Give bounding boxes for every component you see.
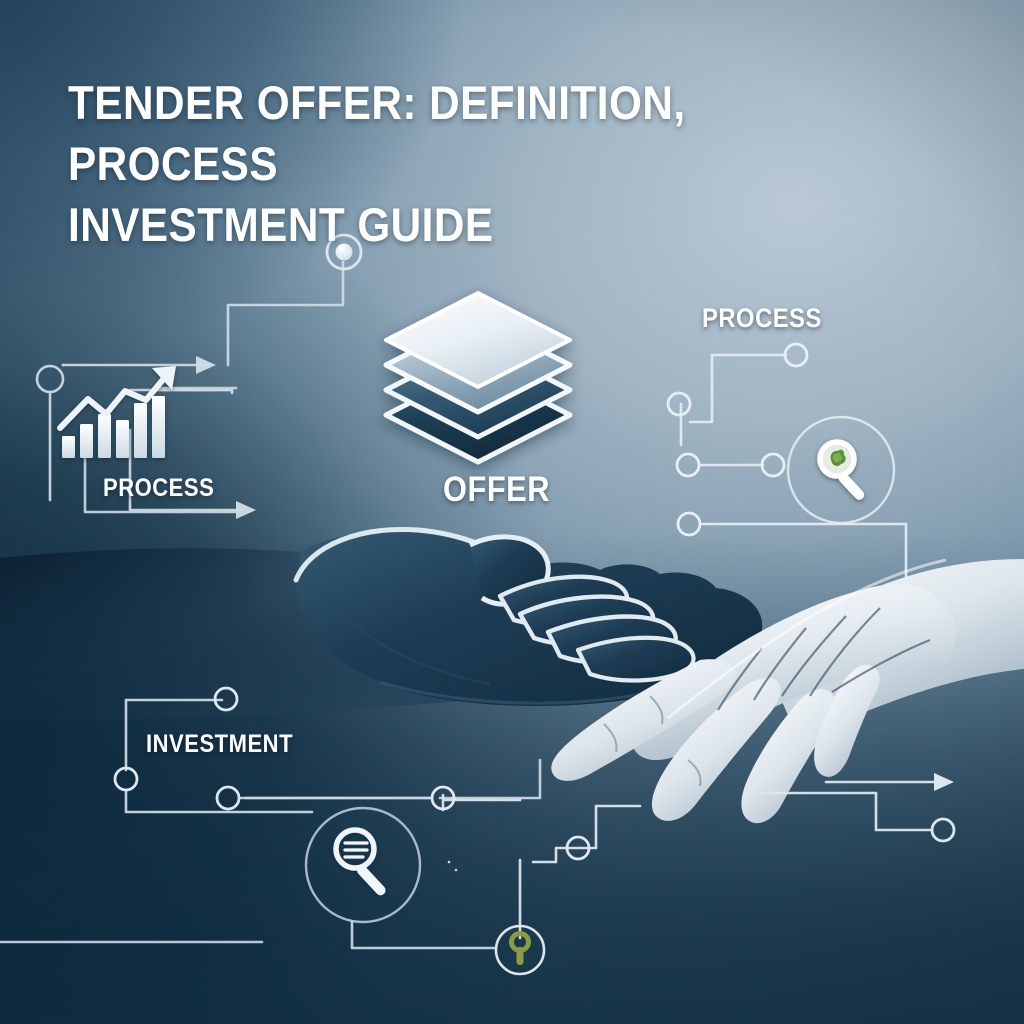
node-ring-icon — [213, 686, 239, 712]
label-process-right: PROCESS — [702, 303, 822, 333]
finger-ring — [741, 689, 836, 824]
node-ring-icon — [676, 511, 702, 537]
node-ring-icon — [675, 452, 701, 478]
document-lines — [343, 841, 369, 859]
arrow-right-icon — [236, 501, 256, 519]
node-ring-icon — [565, 835, 591, 861]
connector-network-right — [679, 353, 908, 602]
page-title-line-1: TENDER OFFER: DEFINITION, PROCESS — [68, 76, 686, 191]
connector-bottom-middle — [441, 793, 642, 940]
node-ring-icon — [215, 785, 241, 811]
arrow-right-icon — [196, 356, 216, 374]
finger — [575, 635, 696, 683]
arrow-right-icon — [934, 773, 954, 791]
magnifier-document-ring — [304, 806, 422, 924]
finger-pinky — [814, 664, 880, 777]
node-ring-icon — [760, 452, 786, 478]
node-ring-icon — [666, 391, 692, 417]
arrow-right-icon-bottom-right — [934, 773, 954, 791]
label-offer: OFFER — [443, 470, 551, 509]
keyhole-icon — [494, 924, 546, 976]
reaching-hand-light — [551, 558, 1024, 824]
connector-right-nodes — [666, 342, 809, 537]
finger-index — [551, 659, 737, 781]
node-filled-icon-top — [325, 233, 363, 271]
node-ring-icon — [930, 817, 956, 843]
node-ring-icon — [113, 766, 139, 792]
node-ring-icon — [35, 364, 65, 394]
layer-stack-plate-top — [384, 291, 572, 389]
leaf-glyph — [830, 449, 846, 467]
connector-network-upper-left — [35, 260, 345, 512]
hand-creases — [717, 607, 931, 711]
magnifier-document-icon — [333, 827, 386, 896]
bar-chart-growth-icon — [57, 366, 176, 458]
open-palm-hand-dark — [0, 526, 763, 720]
finger-middle — [651, 677, 781, 821]
connector-magnifier-links — [238, 758, 542, 950]
arrow-right-icon-group-upper-left — [196, 356, 256, 519]
magnifier-leaf-icon — [817, 439, 865, 500]
node-ring-icon — [783, 342, 809, 368]
page-title: TENDER OFFER: DEFINITION, PROCESS INVEST… — [68, 72, 860, 255]
label-investment: INVESTMENT — [146, 730, 294, 758]
connector-bottom-nodes — [430, 785, 591, 861]
label-process-left: PROCESS — [103, 474, 215, 502]
magnifier-leaf-ring — [786, 415, 896, 525]
connector-bottom-right — [758, 780, 942, 832]
node-ring-icon — [430, 785, 456, 811]
page-title-line-2: INVESTMENT GUIDE — [68, 198, 494, 252]
layer-stack-icon — [383, 291, 573, 465]
connector-process-left — [83, 388, 238, 514]
